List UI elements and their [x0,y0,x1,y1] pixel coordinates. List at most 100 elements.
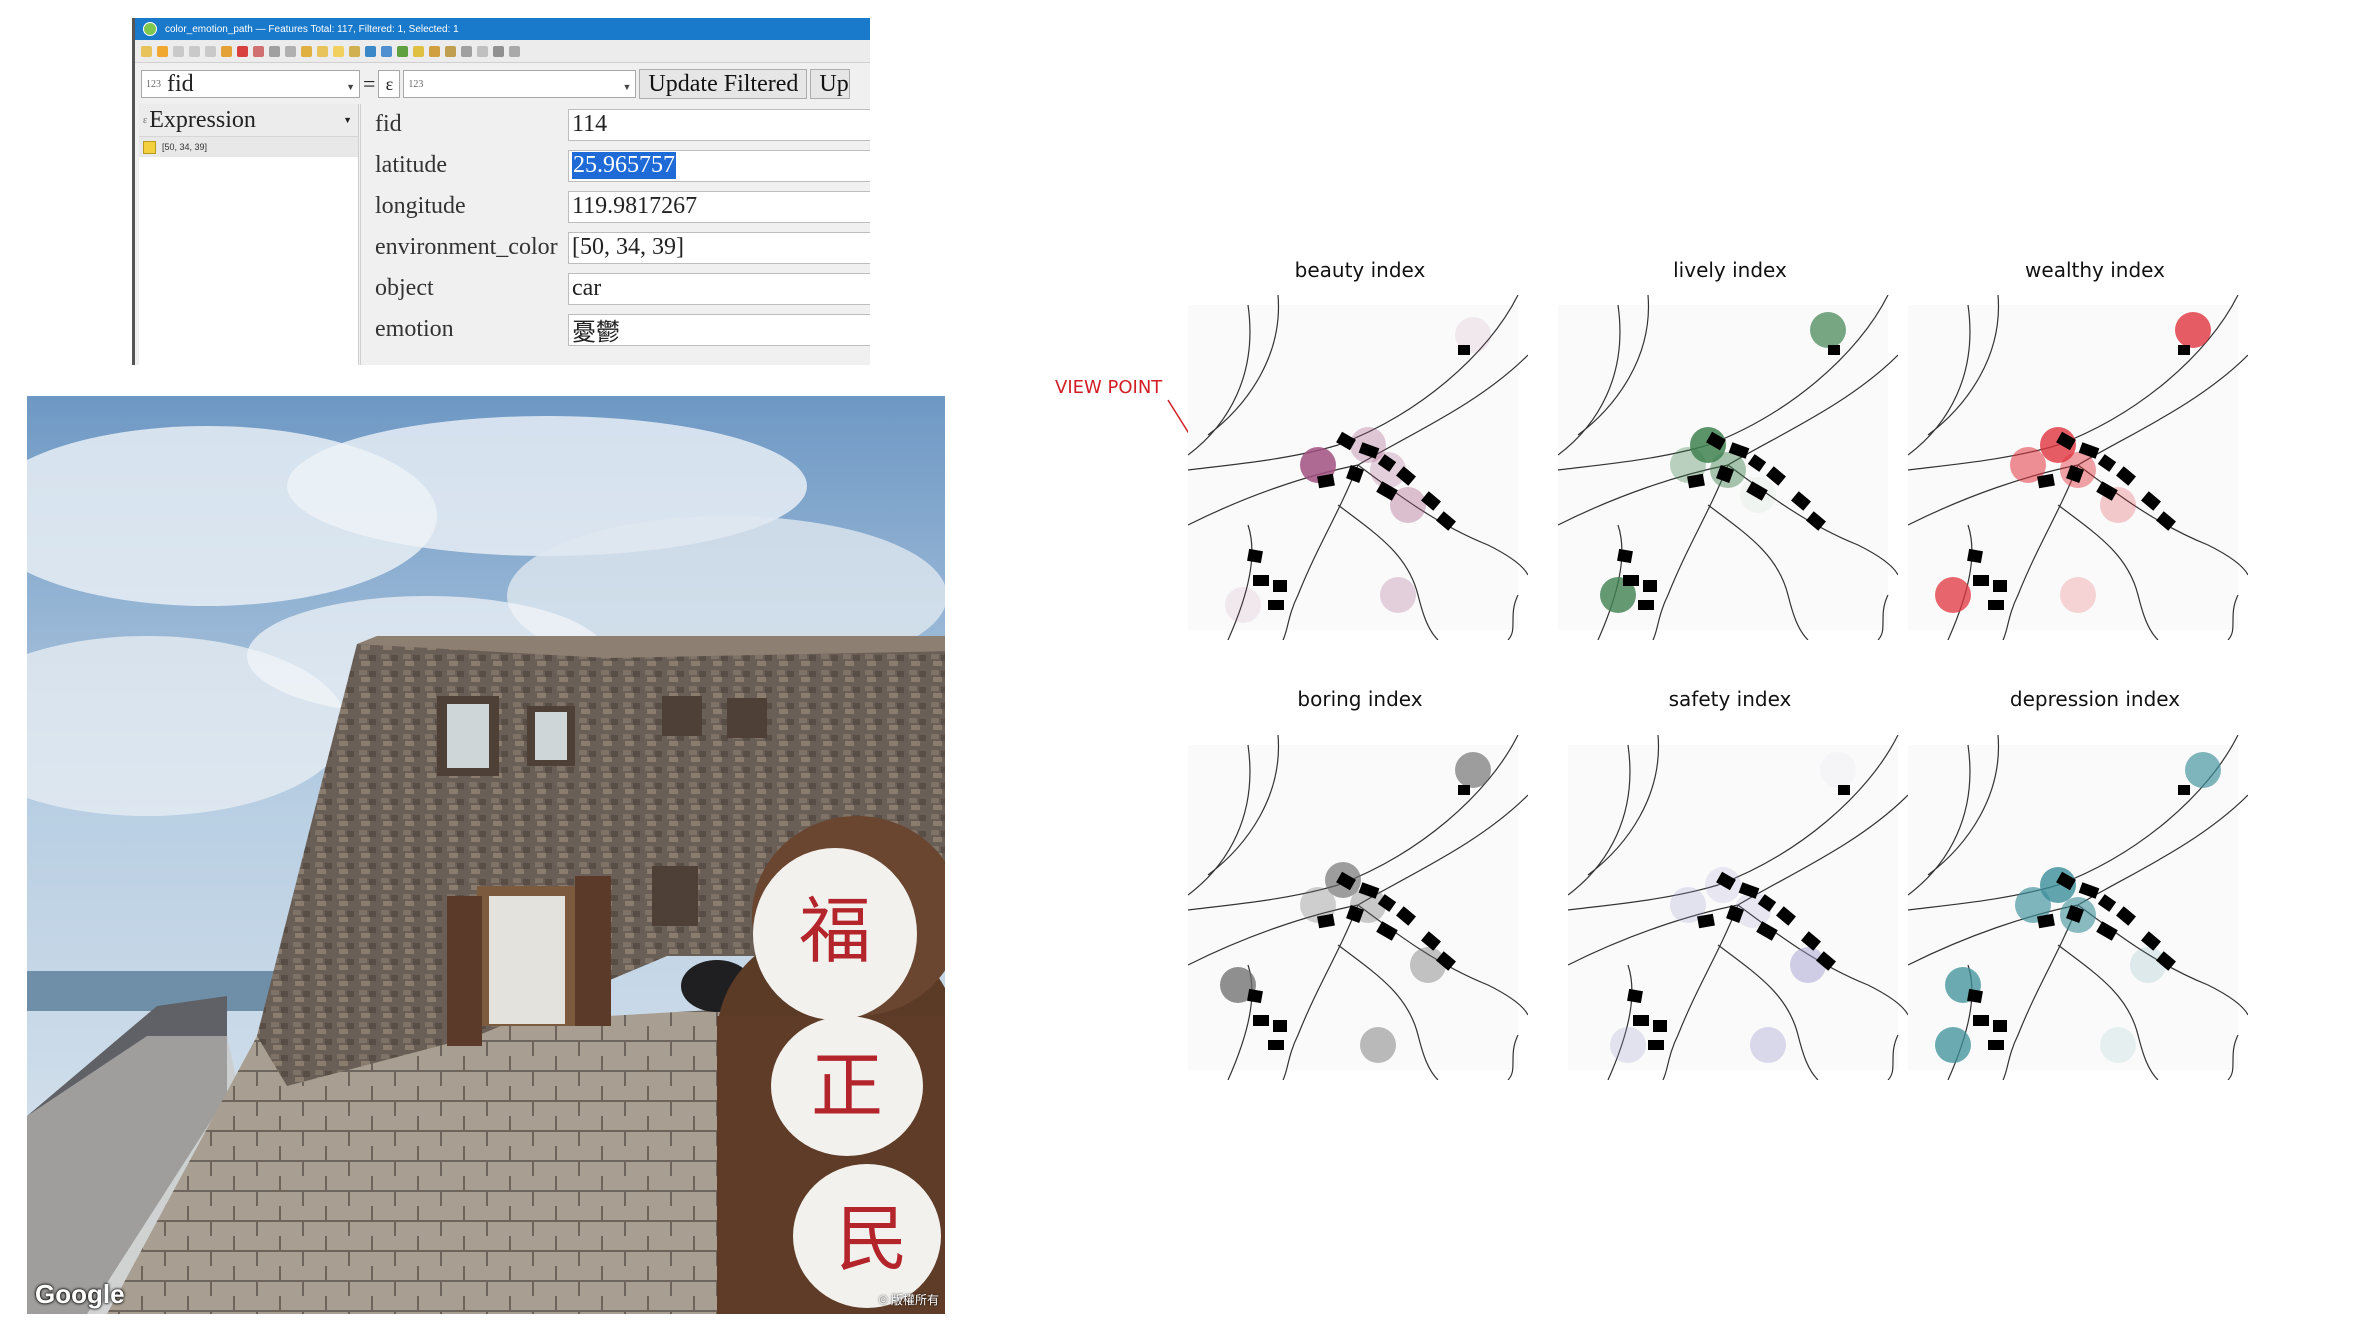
index-point [1410,947,1446,983]
road-line [1577,295,1650,436]
form-row-object: object car [361,268,870,309]
next-action-button[interactable]: Up [810,69,850,99]
building-block [2066,465,2084,483]
feature-list-item[interactable]: [50, 34, 39] [139,137,358,157]
building-block [2066,905,2084,923]
building-block [1436,951,1456,971]
feature-form: fid 114 latitude 25.965757 longitude 119… [360,104,870,365]
reload-icon[interactable] [189,45,200,57]
building-block [1336,871,1356,891]
pan-map-icon[interactable] [397,45,408,57]
update-filtered-button[interactable]: Update Filtered [639,69,808,99]
building-block [1396,906,1416,926]
field-value-input[interactable]: [50, 34, 39] [568,231,870,264]
add-feature-icon[interactable] [205,45,216,57]
new-field-icon[interactable] [429,45,440,57]
index-point [1455,317,1491,353]
copyright-label[interactable]: © 版權所有 [878,1293,939,1307]
building-block [2141,931,2161,951]
expression-header[interactable]: ε Expression ▼ [139,104,358,137]
building-block [1247,988,1263,1004]
invert-selection-icon[interactable] [333,45,344,57]
map-panel-lively[interactable] [1558,295,1898,640]
building-block [1317,913,1335,929]
building-block [2141,491,2161,511]
feature-list-item-label: [50, 34, 39] [162,142,208,152]
filter-value-input[interactable]: 123 ▼ [403,70,637,98]
map-panel-boring[interactable] [1188,735,1528,1080]
multi-edit-icon[interactable] [157,45,168,57]
attribute-toolbar [135,40,870,63]
map-panel-depression[interactable] [1908,735,2248,1080]
road-line [1652,464,1729,640]
field-value-input[interactable]: 114 [568,108,870,141]
form-row-longitude: longitude 119.9817267 [361,186,870,227]
actions-icon[interactable] [493,45,504,57]
zoom-map-icon[interactable] [413,45,424,57]
copy-icon[interactable] [269,45,280,57]
field-label: environment_color [375,234,558,260]
building-block [1687,473,1705,489]
select-all-icon[interactable] [317,45,328,57]
road-line [1908,744,1971,896]
map-panel-beauty[interactable] [1188,295,1528,640]
window-title: color_emotion_path — Features Total: 117… [165,23,459,35]
field-select[interactable]: 123 fid ▼ [141,70,360,98]
building-block [2078,882,2100,899]
conditional-format-icon[interactable] [477,45,488,57]
road-line [1337,944,1439,1080]
index-point [1935,577,1971,613]
field-calculator-icon[interactable] [461,45,472,57]
index-point [1790,947,1826,983]
deselect-icon[interactable] [349,45,360,57]
building-block [1421,931,1441,951]
save-edits-icon[interactable] [173,45,184,57]
field-value-input[interactable]: 25.965757 [568,149,870,182]
building-block [1648,1040,1664,1050]
window-title-bar[interactable]: color_emotion_path — Features Total: 117… [135,18,870,40]
field-value-input[interactable]: 119.9817267 [568,190,870,223]
road-line [2002,464,2079,640]
form-row-latitude: latitude 25.965757 [361,145,870,186]
select-expression-icon[interactable] [301,45,312,57]
field-value-input[interactable]: 憂鬱 [568,313,870,346]
building-block [1993,580,2007,592]
index-point [2185,752,2221,788]
building-block [1726,905,1744,923]
street-view-photo[interactable]: 福 正 民 Google © 版權所有 [27,396,945,1314]
index-point [2130,947,2166,983]
building-block [1967,548,1983,564]
field-label: latitude [375,152,447,178]
field-value-input[interactable]: car [568,272,870,305]
field-label: fid [375,111,402,137]
index-point [1225,587,1261,623]
road-line [1558,304,1621,456]
building-block [2156,511,2176,531]
new-feature-icon[interactable] [221,45,232,57]
building-block [1358,442,1380,459]
paste-icon[interactable] [285,45,296,57]
filter-icon[interactable] [365,45,376,57]
index-point [2015,887,2051,923]
road-line [1207,735,1280,876]
cut-icon[interactable] [253,45,264,57]
viewpoint-label: VIEW POINT [1055,377,1163,398]
chevron-down-icon: ▼ [343,115,352,125]
form-row-emotion: emotion 憂鬱 [361,309,870,350]
map-panel-wealthy[interactable] [1908,295,2248,640]
index-point [1820,752,1856,788]
map-panel-safety[interactable] [1568,735,1908,1080]
building-block [2178,785,2190,795]
delete-feature-icon[interactable] [237,45,248,57]
toggle-editing-icon[interactable] [141,45,152,57]
building-block [2097,454,2117,472]
building-block [1643,580,1657,592]
move-selection-top-icon[interactable] [381,45,392,57]
building-block [1653,1020,1667,1032]
delete-field-icon[interactable] [445,45,456,57]
expression-button[interactable]: ε [378,70,401,98]
sign-character: 民 [836,1197,908,1281]
dock-icon[interactable] [509,45,520,57]
panel-title-beauty: beauty index [1294,258,1426,282]
sign-character: 福 [799,889,871,973]
